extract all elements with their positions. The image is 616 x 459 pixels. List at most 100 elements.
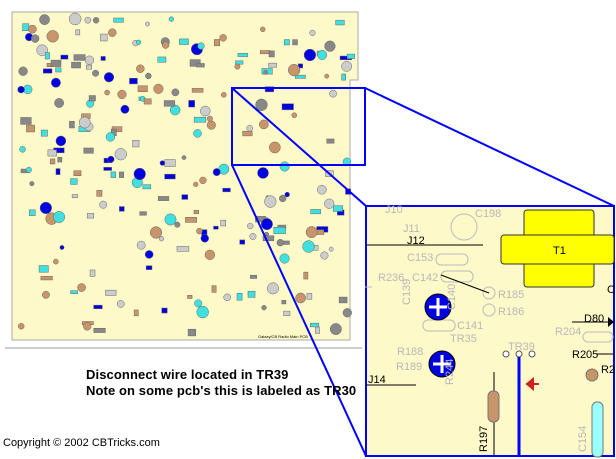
- component-label: C153: [407, 252, 433, 264]
- copyright: Copyright © 2002 CBTricks.com: [3, 437, 160, 449]
- pcb-component: [103, 167, 112, 171]
- pcb-component: [193, 181, 199, 187]
- component-label: R186: [498, 306, 524, 318]
- pcb-component: [143, 98, 152, 105]
- instruction-line-2: Note on some pcb's this is labeled as TR…: [86, 383, 357, 398]
- pcb-component: [39, 14, 50, 25]
- pcb-component: [46, 30, 59, 43]
- pcb-component: [158, 236, 165, 242]
- pcb-component: [68, 12, 82, 26]
- component-label: C198: [475, 208, 501, 220]
- pcb-component: [129, 77, 138, 85]
- pcb-component: [108, 28, 117, 37]
- pcb-component: [247, 290, 256, 298]
- pcb-component: [161, 41, 170, 49]
- pcb-component: [83, 147, 94, 154]
- pcb-component: [132, 140, 140, 148]
- pcb-component: [264, 195, 277, 208]
- pcb-component: [191, 88, 204, 93]
- pcb-component: [71, 194, 78, 198]
- pcb-component: [211, 285, 217, 293]
- pcb-component: [269, 141, 281, 154]
- pcb-component: [242, 130, 253, 137]
- pcb-component: [70, 178, 78, 185]
- pcb-component: [50, 59, 62, 67]
- pcb-component: [163, 100, 176, 107]
- pcb-component: [161, 307, 168, 314]
- pcb-component: [213, 225, 219, 230]
- pcb-component: [120, 104, 130, 114]
- resistor-r197: [487, 390, 500, 423]
- pcb-component: [194, 299, 203, 308]
- pcb-component: [200, 105, 211, 117]
- pcb-component: [188, 100, 195, 108]
- zoom-line: [231, 87, 367, 207]
- pcb-component: [70, 290, 78, 294]
- pcb-component: [236, 293, 243, 301]
- pcb-component: [181, 194, 189, 200]
- pcb-component: [54, 98, 64, 108]
- pcb-component: [279, 253, 290, 264]
- pcb-component: [174, 221, 181, 228]
- pcb-component: [55, 67, 62, 73]
- pcb-component: [77, 283, 86, 292]
- pcb-component: [57, 157, 63, 163]
- pcb-component: [164, 213, 177, 226]
- pcb-component: [43, 68, 53, 74]
- pcb-component: [302, 240, 315, 253]
- pcb-component: [73, 54, 86, 61]
- pcb-component: [133, 309, 139, 317]
- pcb-component: [25, 166, 32, 173]
- pcb-component: [116, 300, 125, 308]
- component-label: C: [607, 284, 615, 296]
- pcb-component: [100, 56, 106, 61]
- component-label: R2: [601, 364, 615, 376]
- pcb-component: [235, 60, 244, 65]
- pcb-component: [86, 213, 94, 219]
- pcb-component: [110, 171, 117, 178]
- pcb-component: [291, 112, 298, 119]
- component-label: C141: [457, 320, 483, 332]
- pcb-component: [100, 33, 108, 42]
- pcb-component: [305, 226, 318, 239]
- zoom-line: [231, 164, 367, 457]
- pcb-component: [136, 240, 146, 250]
- pcb-component: [283, 310, 291, 316]
- pcb-component: [17, 322, 25, 330]
- pcb-component: [44, 52, 50, 60]
- pcb-component: [179, 38, 189, 45]
- pcb-component: [53, 211, 66, 223]
- pcb-component: [303, 48, 317, 62]
- pcb-component: [259, 119, 269, 130]
- pcb-component: [219, 34, 227, 42]
- pcb-component: [145, 21, 150, 27]
- pcb-component: [84, 55, 95, 65]
- pcb-component: [69, 121, 75, 129]
- pcb-component: [324, 40, 336, 52]
- pcb-component: [181, 155, 187, 160]
- component-label: J14: [368, 374, 386, 386]
- pcb-component: [176, 246, 190, 252]
- pcb-component: [223, 293, 232, 302]
- component-label: J11: [403, 223, 420, 235]
- pcb-component: [303, 271, 309, 280]
- pcb-component: [75, 29, 81, 36]
- pcb-component: [20, 117, 32, 125]
- component-label: R197: [478, 426, 490, 452]
- component-label: C139: [401, 279, 413, 305]
- t1-label: T1: [553, 245, 566, 257]
- pcb-component: [117, 89, 127, 99]
- pcb-component: [144, 250, 154, 259]
- pcb-component: [234, 63, 241, 70]
- pcb-component: [19, 146, 26, 153]
- pcb-component: [200, 234, 209, 243]
- pcb-component: [295, 74, 306, 79]
- pcb-component: [105, 132, 116, 142]
- pcb-component: [239, 239, 245, 245]
- pcb-component: [279, 194, 287, 203]
- board-title: Galaxy/CB Radio Main PCB: [258, 334, 308, 339]
- pcb-component: [83, 322, 92, 331]
- pcb-component: [137, 85, 148, 92]
- pcb-component: [107, 155, 115, 163]
- pcb-component: [260, 218, 273, 231]
